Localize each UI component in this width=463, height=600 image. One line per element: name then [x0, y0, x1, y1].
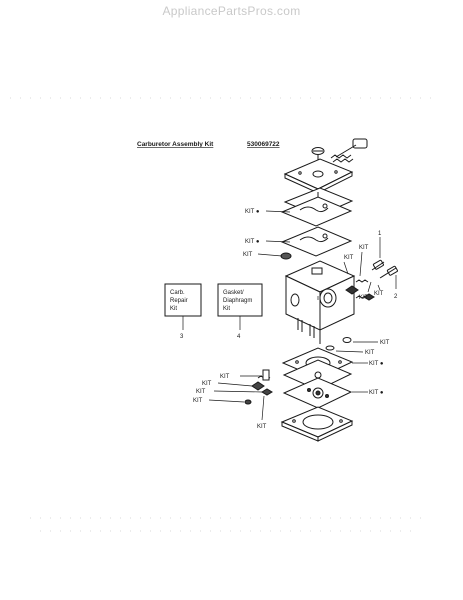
- callout-2: 2: [394, 294, 398, 300]
- label-kit-body-right-b: KIT: [359, 245, 369, 251]
- carb-repair-kit-line-3: Kit: [170, 306, 177, 312]
- top-screw-assembly: [311, 138, 368, 163]
- mixture-adjust-screws: [345, 259, 398, 301]
- inlet-needle: [325, 337, 352, 351]
- carb-repair-kit-line-2: Repair: [170, 298, 188, 304]
- label-kit-screw-b: KIT: [196, 389, 206, 395]
- pump-gasket-upper: [280, 196, 353, 227]
- carb-repair-kit-box: Carb. Repair Kit: [164, 283, 202, 317]
- callout-1: 1: [378, 231, 382, 237]
- label-kit-dot-upper: KIT ●: [245, 209, 260, 215]
- gasket-kit-line-2: Diaphragm: [223, 298, 252, 304]
- small-screws-springs: [244, 369, 273, 405]
- label-kit-dot-plate: KIT ●: [369, 390, 384, 396]
- label-kit-dot-metering: KIT ●: [369, 361, 384, 367]
- gasket-kit-line-1: Gasket/: [223, 290, 244, 296]
- label-kit-screw-right: KIT: [374, 291, 384, 297]
- label-kit-gasket: KIT: [365, 350, 375, 356]
- callout-labels: KIT ● KIT ● KIT KIT KIT 1 KIT KIT 2 KIT …: [180, 209, 398, 430]
- callout-4: 4: [237, 334, 241, 340]
- diagram-title: Carburetor Assembly Kit: [137, 141, 214, 148]
- label-kit-spring: KIT: [220, 374, 230, 380]
- label-kit-body-right-a: KIT: [344, 255, 354, 261]
- label-kit-screw-a: KIT: [202, 381, 212, 387]
- scan-noise: [10, 97, 440, 532]
- label-kit-left-filter: KIT: [243, 252, 253, 258]
- label-kit-screw-lower: KIT: [359, 295, 369, 301]
- gasket-kit-line-3: Kit: [223, 306, 230, 312]
- callout-3: 3: [180, 334, 184, 340]
- metering-cover: [280, 406, 354, 442]
- carb-repair-kit-line-1: Carb.: [170, 290, 185, 296]
- site-watermark: AppliancePartsPros.com: [162, 4, 301, 18]
- gasket-diaphragm-kit-box: Gasket/ Diaphragm Kit: [217, 283, 263, 317]
- label-kit-needle: KIT: [380, 340, 390, 346]
- label-kit-screw-c: KIT: [193, 398, 203, 404]
- pump-cover-plate: [283, 158, 354, 194]
- carburetor-body: [284, 260, 356, 344]
- pump-gasket-lower: [280, 226, 353, 257]
- fuel-filter-screen: [280, 252, 292, 260]
- leader-lines: [182, 210, 397, 421]
- label-kit-dot-middle: KIT ●: [245, 239, 260, 245]
- part-number: 530069722: [247, 141, 280, 148]
- label-kit-bottom: KIT: [257, 424, 267, 430]
- circuit-plate: [282, 377, 353, 409]
